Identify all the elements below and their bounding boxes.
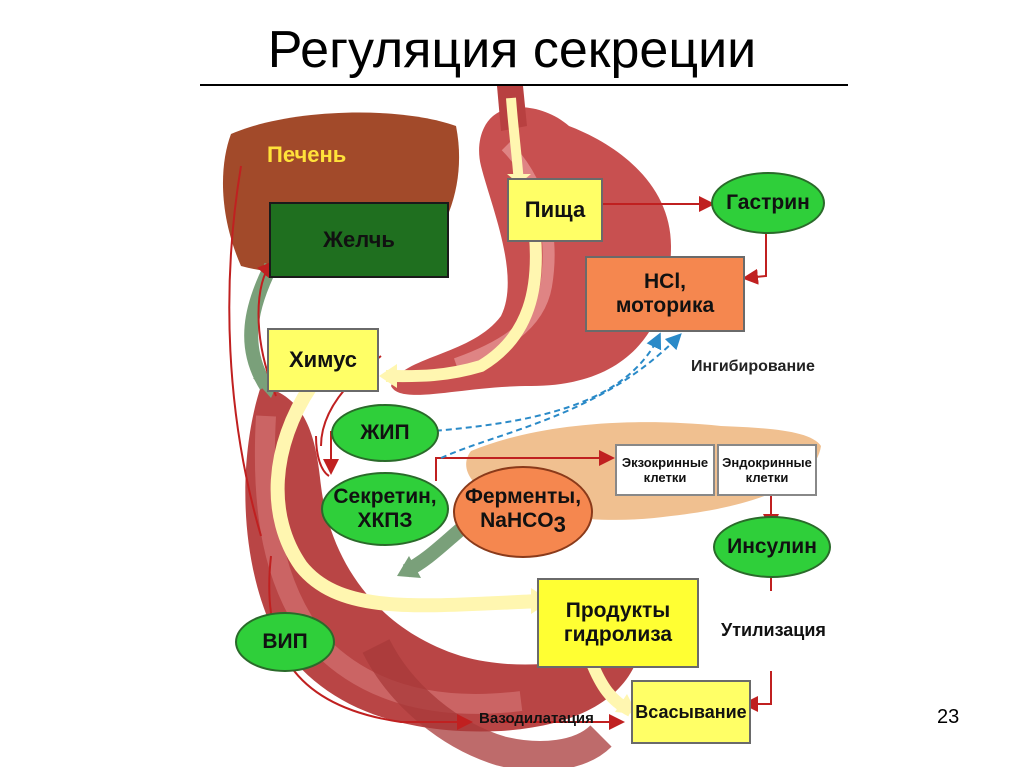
hcl-label: НCl, bbox=[644, 270, 686, 293]
hcl-motility-box: НCl, моторика bbox=[585, 256, 745, 332]
food-label: Пища bbox=[524, 197, 586, 222]
insulin-oval: Инсулин bbox=[713, 516, 831, 578]
secretion-diagram: Печень Желчь Пища Гастрин НCl, моторика … bbox=[201, 86, 848, 767]
chyme-label: Химус bbox=[288, 347, 358, 372]
utilization-label: Утилизация bbox=[721, 620, 826, 640]
gastrin-oval: Гастрин bbox=[711, 172, 825, 234]
inhibition-label: Ингибирование bbox=[691, 358, 815, 375]
chyme-box: Химус bbox=[267, 328, 379, 392]
bicarbonate-formula: NaHCO bbox=[480, 509, 554, 533]
bile-box: Желчь bbox=[269, 202, 449, 278]
gip-label: ЖИП bbox=[360, 421, 410, 444]
bile-label: Желчь bbox=[323, 227, 395, 252]
absorption-box: Всасывание bbox=[631, 680, 751, 744]
hydrolysis-products-box: Продукты гидролиза bbox=[537, 578, 699, 668]
gip-oval: ЖИП bbox=[331, 404, 439, 462]
bicarbonate-subscript: 3 bbox=[553, 512, 566, 538]
intestine-shape bbox=[245, 386, 641, 732]
title-underline bbox=[200, 84, 848, 86]
hydrolysis-label-1: Продукты bbox=[565, 599, 671, 622]
exocrine-cells-box: Экзокринные клетки bbox=[615, 444, 715, 496]
secretin-label: Секретин, bbox=[333, 485, 437, 508]
bicarbonate-label: NaHCO3 bbox=[480, 509, 566, 538]
food-box: Пища bbox=[507, 178, 603, 242]
vip-label: ВИП bbox=[262, 630, 308, 653]
hydrolysis-label-2: гидролиза bbox=[563, 623, 673, 646]
motility-label: моторика bbox=[615, 294, 715, 317]
insulin-label: Инсулин bbox=[727, 535, 817, 558]
enzymes-label: Ферменты, bbox=[464, 485, 582, 509]
absorption-label: Всасывание bbox=[635, 701, 747, 722]
liver-label: Печень bbox=[267, 142, 347, 167]
exocrine-label: Экзокринные клетки bbox=[621, 455, 709, 485]
slide-title: Регуляция секреции bbox=[267, 21, 757, 79]
gastrin-label: Гастрин bbox=[726, 191, 810, 214]
page-number: 23 bbox=[937, 706, 960, 728]
endocrine-cells-box: Эндокринные клетки bbox=[717, 444, 817, 496]
enzymes-oval: Ферменты, NaHCO3 bbox=[453, 466, 593, 558]
cck-label: ХКПЗ bbox=[357, 509, 413, 532]
secretin-cck-oval: Секретин, ХКПЗ bbox=[321, 472, 449, 546]
vip-oval: ВИП bbox=[235, 612, 335, 672]
vasodilation-label: Вазодилатация bbox=[479, 710, 594, 727]
endocrine-label: Эндокринные клетки bbox=[722, 455, 812, 485]
